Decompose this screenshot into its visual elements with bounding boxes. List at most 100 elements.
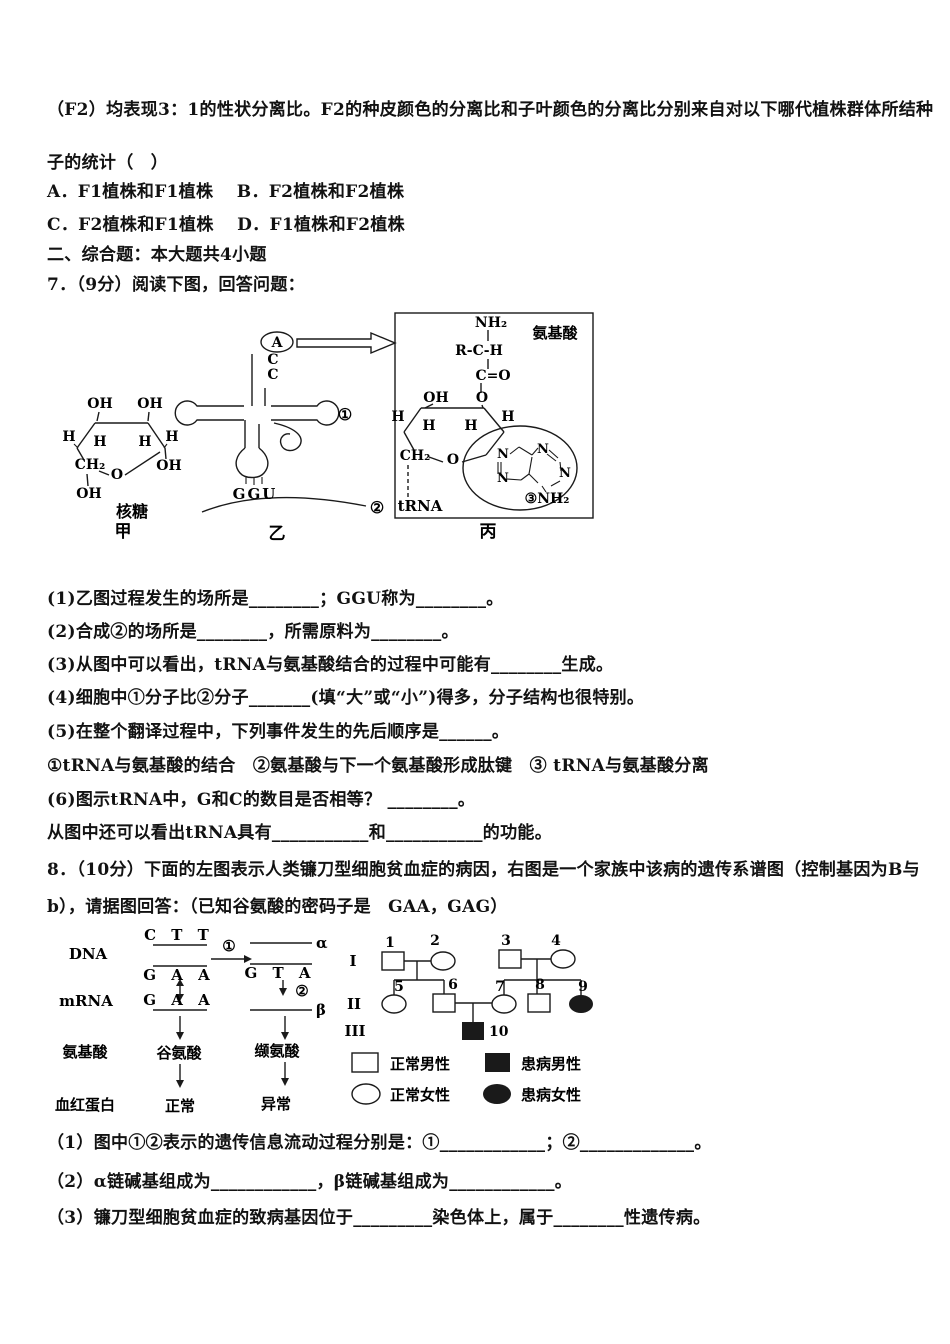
pedigree-individual-1 (381, 951, 405, 971)
jia-oh-bottomright: OH (156, 458, 181, 474)
row-label-dna: DNA (69, 945, 108, 963)
pedigree-num-9: 9 (578, 979, 588, 995)
q7-sub6: (6)图示tRNA中，G和C的数目是否相等？ ________。 (47, 790, 476, 810)
legend-normal-female-symbol (351, 1083, 381, 1105)
generation-3-label: III (344, 1022, 365, 1040)
alpha-chain-label: α (316, 934, 328, 952)
dna-mut-codon: G T A (244, 964, 315, 982)
bing-o-ester: O (476, 390, 488, 406)
bing-h-inner-right: H (464, 418, 477, 434)
generation-1-label: I (349, 952, 356, 970)
q8-sub2: （2）α链碱基组成为____________，β链碱基组成为__________… (47, 1172, 573, 1192)
pedigree-individual-8 (527, 993, 551, 1013)
process-marker-2: ② (295, 982, 308, 1000)
legend-normal-male-label: 正常男性 (390, 1055, 450, 1073)
mrna-codon: G A A (143, 991, 215, 1009)
bing-nh2-top: NH₂ (475, 315, 507, 331)
q7-sub2: (2)合成②的场所是________，所需原料为________。 (47, 622, 459, 642)
pedigree-individual-9-affected (569, 995, 593, 1013)
jia-h-right: H (165, 429, 178, 445)
bing-n1: N (497, 447, 509, 462)
legend-affected-female-symbol (483, 1084, 511, 1104)
pedigree-num-1: 1 (385, 935, 395, 951)
q8-intro2: b），请据图回答：（已知谷氨酸的密码子是 GAA，GAG） (47, 897, 508, 917)
q6-options-cd: C．F2植株和F1植株 D．F1植株和F2植株 (47, 215, 405, 235)
aminoacid-normal: 谷氨酸 (156, 1044, 202, 1062)
dna-top-codon: C T T (144, 928, 214, 944)
pedigree-num-6: 6 (448, 977, 458, 993)
pedigree-chart: I II III (344, 933, 593, 1105)
jia-ring-o: O (111, 467, 123, 483)
bing-oh: OH (423, 390, 448, 406)
pedigree-num-7: 7 (495, 979, 505, 995)
jia-oh-bottomleft: OH (76, 486, 101, 502)
q8-intro1: 8．（10分）下面的左图表示人类镰刀型细胞贫血症的病因，右图是一个家族中该病的遗… (47, 860, 920, 880)
jia-caption: 核糖 (116, 502, 148, 521)
legend-affected-female-label: 患病女性 (521, 1086, 581, 1104)
yi-acceptor-c2: C (267, 367, 278, 383)
jia-tag: 甲 (115, 522, 132, 542)
pedigree-num-4: 4 (551, 933, 561, 949)
aminoacid-mutant: 缬氨酸 (254, 1042, 300, 1060)
row-label-mrna: mRNA (59, 992, 113, 1010)
bing-h-inner-left: H (422, 418, 435, 434)
jia-oh-topright: OH (137, 396, 162, 412)
q6-options-ab: A．F1植株和F1植株 B．F2植株和F2植株 (47, 182, 405, 202)
q8-sub3: （3）镰刀型细胞贫血症的致病基因位于_________染色体上，属于______… (47, 1208, 711, 1228)
yi-acceptor-c1: C (267, 352, 278, 368)
q7-title: 7．（9分）阅读下图，回答问题： (47, 275, 305, 295)
row-label-hemoglobin: 血红蛋白 (55, 1096, 115, 1114)
jia-oh-topleft: OH (87, 396, 112, 412)
yi-anticodon-ggu: GGU (233, 485, 278, 503)
pedigree-num-5: 5 (394, 979, 404, 995)
process-marker-1: ① (222, 937, 235, 955)
q7-sub6b: 从图中还可以看出tRNA具有___________和___________的功能… (47, 823, 553, 843)
pedigree-individual-3 (498, 949, 522, 969)
bing-n3: N (537, 442, 549, 457)
bing-tag: 丙 (480, 522, 497, 542)
legend-normal-female-label: 正常女性 (390, 1086, 450, 1104)
aminoacid-structure-bing: NH₂ 氨基酸 R-C-H C=O OH O H H H H CH₂ O tRN… (391, 312, 594, 542)
mutation-diagram: DNA mRNA 氨基酸 血红蛋白 C T T G A A ① α G T A … (55, 926, 328, 1115)
pedigree-legend: 正常男性 患病男性 正常女性 患病女性 (351, 1052, 581, 1105)
jia-ch2: CH₂ (75, 457, 106, 473)
legend-affected-male-label: 患病男性 (521, 1055, 581, 1073)
bing-rch: R-C-H (455, 343, 503, 359)
hemoglobin-normal: 正常 (165, 1097, 195, 1115)
yi-tag: 乙 (269, 524, 286, 544)
bing-n4: N (559, 466, 571, 481)
pedigree-individual-5 (381, 994, 407, 1014)
hemoglobin-abnormal: 异常 (261, 1095, 291, 1113)
jia-h-left: H (62, 429, 75, 445)
bing-ring-o: O (447, 452, 459, 468)
pedigree-individual-7 (491, 994, 517, 1014)
beta-chain-label: β (316, 1001, 326, 1019)
q8-sub1: （1）图中①②表示的遗传信息流动过程分别是：①____________；②___… (47, 1133, 712, 1153)
pedigree-individual-10-affected (462, 1022, 484, 1040)
bing-trna-label: tRNA (398, 497, 443, 515)
jia-h-inner-left: H (93, 434, 106, 450)
pedigree-individual-2 (430, 951, 456, 971)
ribose-structure-jia: OH OH H H H H CH₂ O OH OH 核糖 甲 (62, 396, 181, 542)
generation-2-label: II (347, 995, 361, 1013)
section2-header: 二、综合题：本大题共4小题 (47, 245, 267, 265)
dna-bottom-codon: G A A (143, 966, 215, 984)
trna-structure-yi: A C C ① GGU ② 乙 (174, 331, 397, 544)
yi-marker-2: ② (370, 498, 384, 517)
q6-stem-line1: （F2）均表现3：1的性状分离比。F2的种皮颜色的分离比和子叶颜色的分离比分别来… (47, 100, 934, 120)
pedigree-num-3: 3 (501, 933, 511, 949)
bing-co: C=O (475, 368, 510, 384)
bing-base-nh2: ③NH₂ (525, 491, 570, 507)
bing-ch2: CH₂ (400, 448, 431, 464)
q8-figure: DNA mRNA 氨基酸 血红蛋白 C T T G A A ① α G T A … (45, 926, 645, 1120)
q7-sub5-options: ①tRNA与氨基酸的结合 ②氨基酸与下一个氨基酸形成肽键 ③ tRNA与氨基酸分… (47, 756, 709, 776)
legend-normal-male-symbol (351, 1052, 379, 1073)
q6-stem-line2: 子的统计（ ） (47, 153, 169, 173)
q7-figure: OH OH H H H H CH₂ O OH OH 核糖 甲 (55, 296, 600, 548)
yi-acceptor-a: A (271, 335, 284, 351)
legend-affected-male-symbol (485, 1053, 510, 1072)
q7-sub1: (1)乙图过程发生的场所是________；GGU称为________。 (47, 589, 504, 609)
bing-h-right: H (501, 409, 514, 425)
jia-h-inner-right: H (138, 434, 151, 450)
